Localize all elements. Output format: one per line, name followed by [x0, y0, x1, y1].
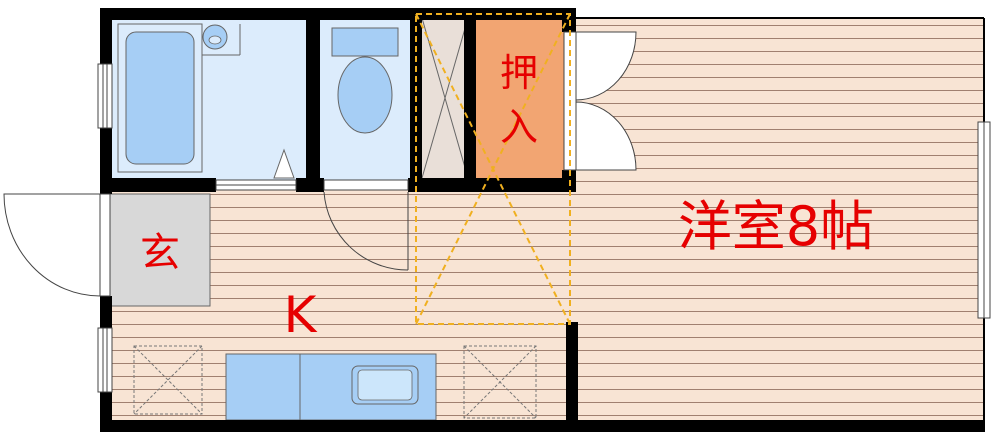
- bath-window: [97, 63, 113, 129]
- walls: [100, 8, 984, 432]
- closet: [474, 18, 564, 178]
- toilet-door: [323, 179, 409, 271]
- closet-label-top: 押: [500, 51, 538, 95]
- right-window: [977, 121, 991, 319]
- entrance-label: 玄: [140, 230, 180, 276]
- kitchen-window: [97, 327, 113, 393]
- entrance-floor: [109, 193, 211, 307]
- bathtub-basin: [125, 31, 195, 165]
- toilet-tank: [331, 27, 399, 57]
- bathroom-door: [215, 179, 297, 191]
- toilet-icon: [337, 56, 393, 134]
- kitchen-label: K: [284, 286, 318, 344]
- loft-outline: [415, 13, 571, 325]
- drain-icon: [273, 148, 295, 179]
- appliance-space-left: [133, 345, 203, 415]
- western-room-floor: [572, 18, 984, 422]
- closet-label-bottom: 入: [500, 105, 538, 149]
- western-room-label: 洋室8帖: [678, 195, 874, 258]
- entrance-door: [3, 193, 111, 297]
- appliance-space-right: [463, 345, 537, 419]
